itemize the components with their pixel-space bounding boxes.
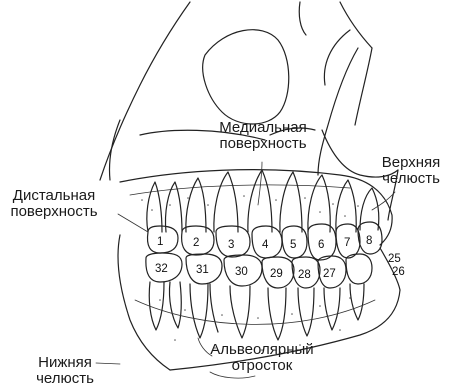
label-lower-jaw-line2: челюсть [30, 371, 100, 387]
label-medial-surface-line2: поверхность [204, 136, 322, 152]
upper-tooth-numbers: 1 2 3 4 5 6 7 8 [157, 235, 372, 251]
label-distal-surface-line1: Дистальная [0, 188, 108, 204]
label-lower-jaw: Нижняя челюсть [30, 355, 100, 387]
label-lower-jaw-line1: Нижняя [30, 355, 100, 371]
label-medial-surface-line1: Медиальная [204, 120, 322, 136]
skull-outline [100, 2, 398, 220]
label-upper-jaw: Верхняя челюсть [368, 155, 453, 187]
lower-roots [149, 282, 364, 340]
upper-roots [147, 170, 379, 232]
tooth-number-5: 5 [290, 239, 296, 251]
tooth-number-26: 26 [392, 266, 405, 278]
label-distal-surface-line2: поверхность [0, 204, 108, 220]
tooth-number-1: 1 [157, 236, 163, 248]
tooth-number-4: 4 [262, 239, 269, 251]
tooth-number-28: 28 [298, 269, 311, 281]
label-alveolar-process-line1: Альвеолярный [208, 342, 316, 358]
label-distal-surface: Дистальная поверхность [0, 188, 108, 220]
tooth-number-7: 7 [344, 237, 350, 249]
tooth-number-30: 30 [235, 266, 248, 278]
tooth-number-32: 32 [155, 263, 168, 275]
label-upper-jaw-line1: Верхняя [368, 155, 453, 171]
leader-lines [96, 162, 395, 364]
tooth-number-31: 31 [196, 264, 209, 276]
tooth-number-2: 2 [193, 237, 199, 249]
tooth-number-27: 27 [323, 268, 336, 280]
tooth-number-3: 3 [228, 239, 234, 251]
tooth-number-25: 25 [388, 253, 401, 265]
label-alveolar-process: Альвеолярный отросток [208, 342, 316, 374]
label-alveolar-process-line2: отросток [208, 358, 316, 374]
tooth-number-6: 6 [318, 239, 324, 251]
tooth-number-8: 8 [366, 235, 372, 247]
tooth-number-29: 29 [270, 268, 283, 280]
label-upper-jaw-line2: челюсть [368, 171, 453, 187]
label-medial-surface: Медиальная поверхность [204, 120, 322, 152]
